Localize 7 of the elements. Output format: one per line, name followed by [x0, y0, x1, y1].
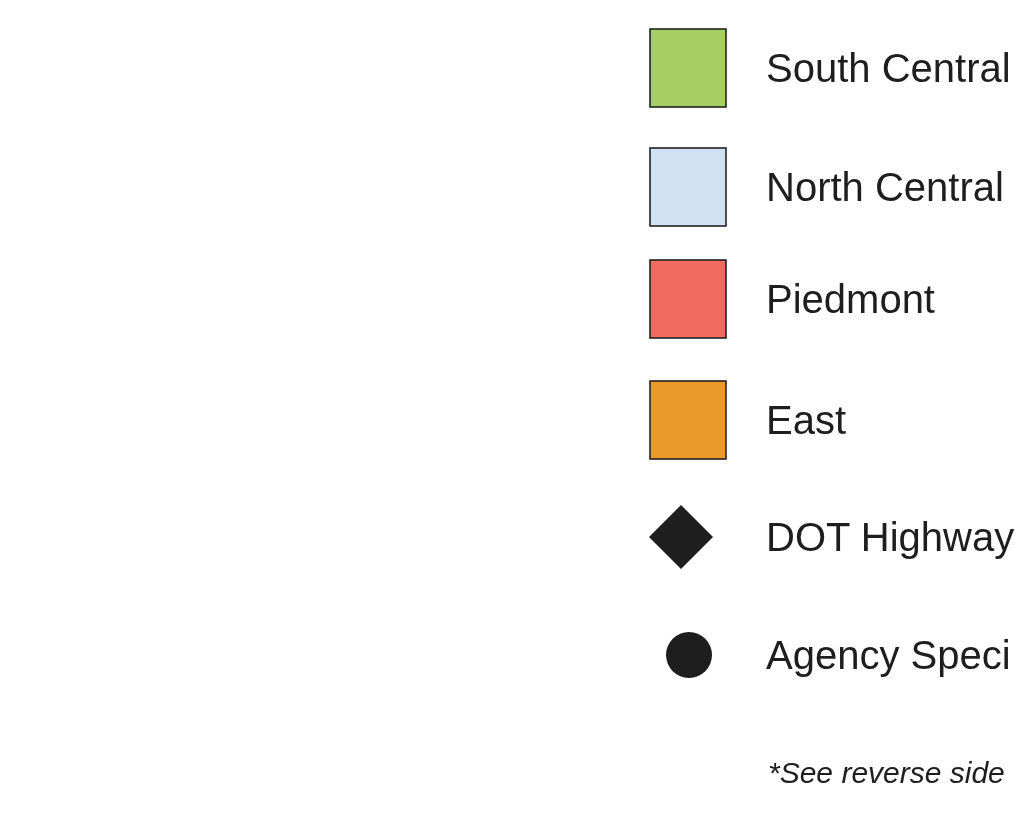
legend-label: Agency Speci: [766, 632, 1011, 678]
legend-label: Piedmont: [766, 276, 935, 322]
footnote: *See reverse side: [768, 755, 1005, 791]
legend-label: East: [766, 397, 847, 443]
legend-label: DOT Highway: [766, 514, 1015, 560]
legend-label: South Central: [766, 45, 1011, 91]
legend-label: North Central: [766, 164, 1004, 210]
